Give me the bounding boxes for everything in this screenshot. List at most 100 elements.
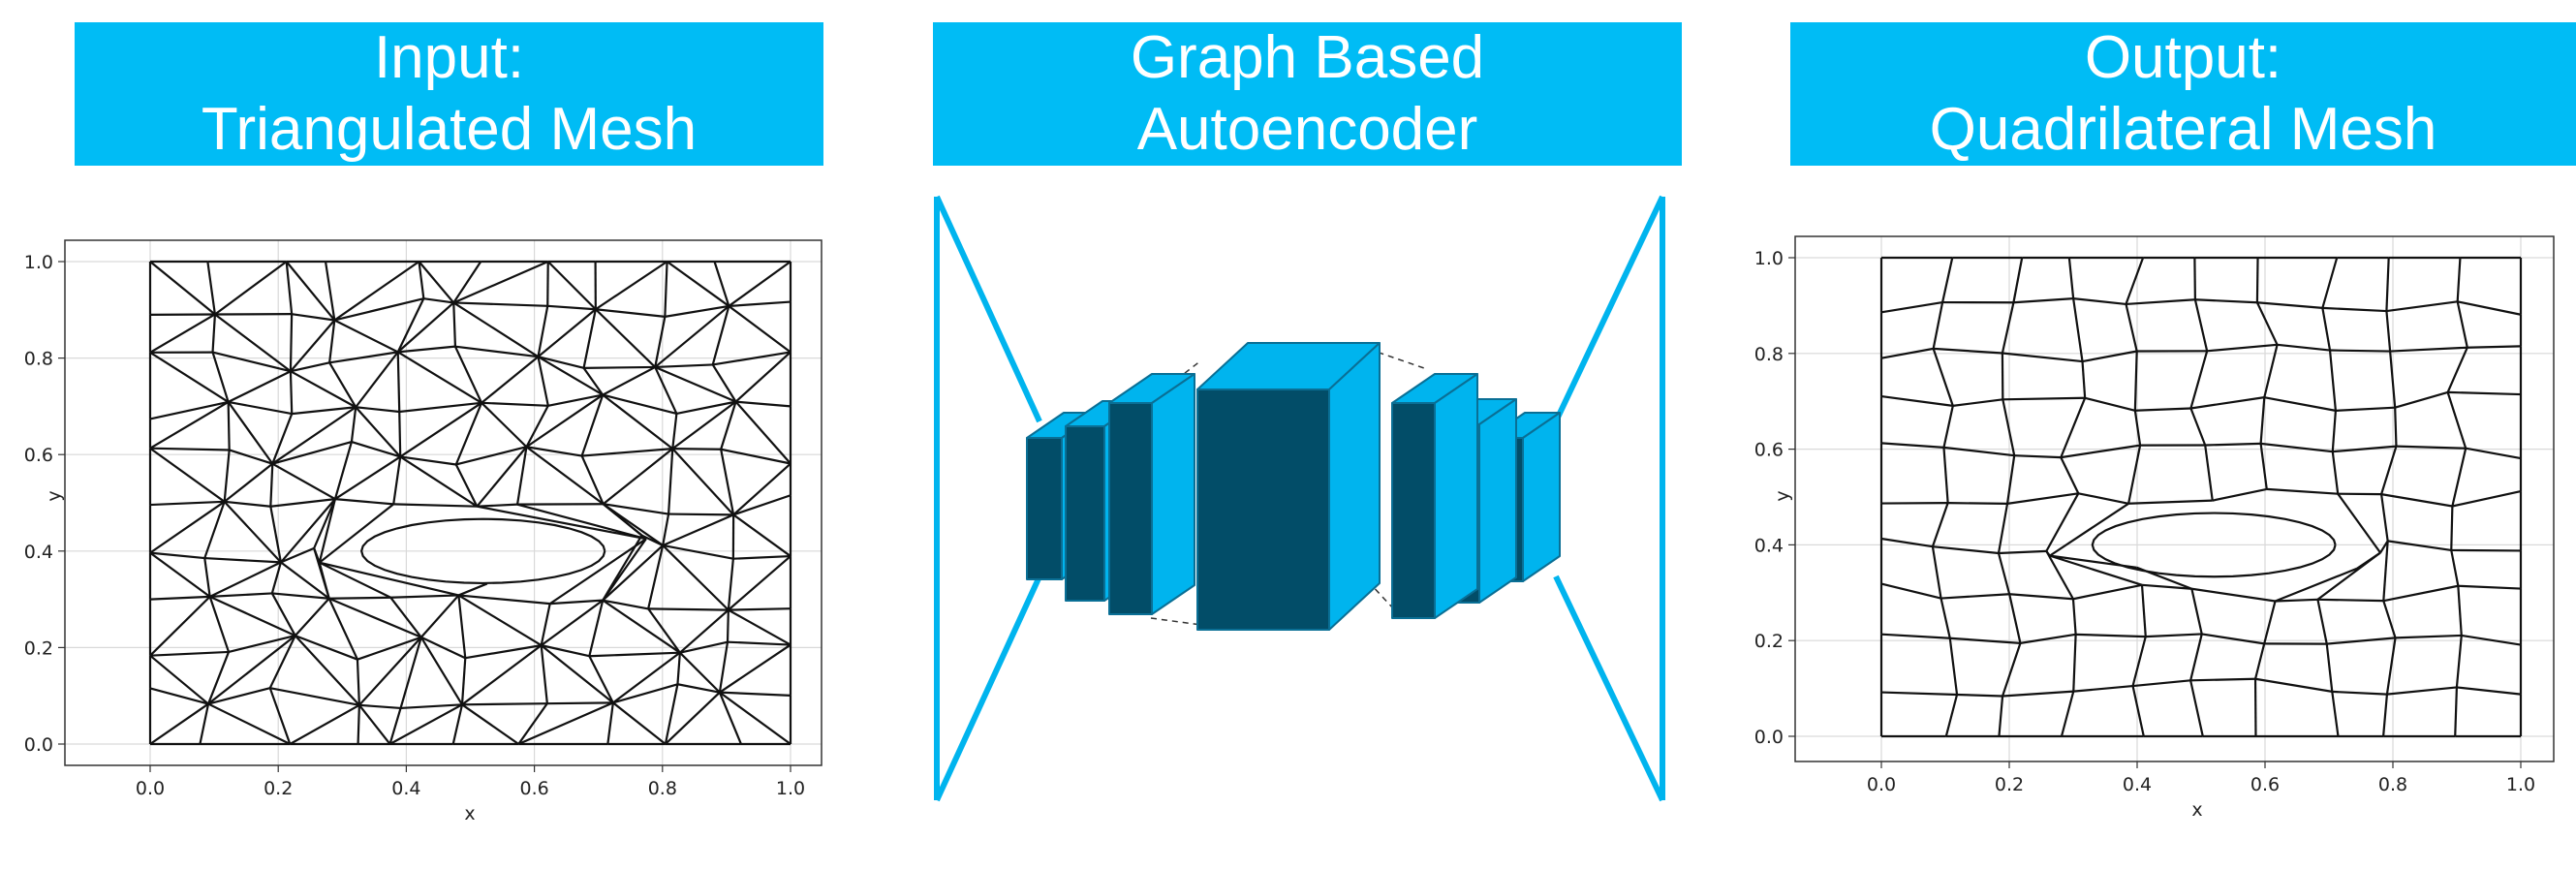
- mesh-edge: [453, 301, 548, 307]
- mesh-edge: [602, 448, 673, 506]
- mesh-edge: [2072, 583, 2143, 601]
- mesh-edge: [270, 562, 282, 594]
- left-funnel-bottom-line: [934, 575, 1042, 802]
- mesh-edge: [537, 305, 549, 357]
- mesh-edge: [1942, 405, 1954, 449]
- mesh-edge: [324, 261, 336, 321]
- mesh-edge: [271, 413, 294, 465]
- mesh-edge: [268, 635, 296, 689]
- mesh-edge: [2275, 598, 2318, 603]
- mesh-edge: [1940, 593, 2010, 600]
- mesh-edge: [2190, 677, 2256, 682]
- mesh-edge: [2256, 301, 2323, 309]
- right-x-axis-label: x: [2191, 799, 2202, 821]
- mesh-edge: [2331, 410, 2337, 452]
- mesh-edge: [418, 261, 425, 299]
- mesh-edge: [285, 261, 336, 322]
- mesh-edge: [2447, 390, 2522, 396]
- mesh-edge: [149, 351, 230, 403]
- mesh-edge: [2277, 343, 2331, 352]
- mesh-edge: [541, 644, 590, 658]
- mesh-edge: [525, 446, 605, 506]
- mesh-edge: [2387, 540, 2452, 552]
- mesh-edge: [732, 494, 791, 516]
- mesh-edge: [400, 455, 456, 466]
- mesh-edge: [285, 261, 294, 315]
- mesh-edge: [2394, 407, 2398, 447]
- mesh-edge: [2082, 350, 2137, 363]
- mesh-edge: [2008, 594, 2022, 644]
- left-plot-frame: [64, 239, 822, 766]
- input-title-banner: Input: Triangulated Mesh: [75, 22, 823, 166]
- mesh-edge: [2259, 443, 2268, 490]
- mesh-edge: [2332, 690, 2387, 696]
- mesh-edge: [223, 450, 231, 502]
- mesh-edge: [1880, 537, 1934, 548]
- mesh-edge: [2072, 634, 2077, 692]
- mesh-edge: [2385, 257, 2390, 312]
- mesh-edge: [319, 561, 391, 599]
- mesh-edge: [1942, 447, 1949, 504]
- mesh-edge: [318, 498, 336, 563]
- mesh-edge: [732, 462, 791, 516]
- mesh-edge: [400, 703, 463, 710]
- mesh-edge: [537, 356, 549, 407]
- mesh-edge: [655, 363, 713, 369]
- mesh-edge: [2073, 297, 2126, 306]
- mesh-edge: [2006, 492, 2079, 505]
- mesh-edge: [2212, 487, 2267, 502]
- mesh-edge: [419, 637, 463, 705]
- mesh-edge: [149, 551, 205, 560]
- mesh-edge: [712, 351, 791, 366]
- mesh-edge: [728, 305, 791, 354]
- mesh-edge: [2467, 345, 2522, 349]
- mesh-edge: [602, 599, 681, 654]
- mesh-edge: [211, 314, 217, 353]
- mesh-edge: [1943, 446, 2015, 457]
- mesh-edge: [647, 544, 665, 609]
- mesh-edge: [720, 401, 737, 451]
- mesh-edge: [603, 599, 649, 610]
- input-title-line1: Input:: [373, 24, 525, 91]
- left-ytick: 0.2: [24, 637, 53, 659]
- mesh-edge: [392, 456, 402, 505]
- mesh-edge: [732, 554, 791, 560]
- mesh-edge: [2461, 634, 2522, 646]
- mesh-edge: [602, 393, 677, 416]
- mesh-edge: [2204, 445, 2214, 501]
- mesh-edge: [537, 308, 597, 358]
- mesh-edge: [525, 405, 549, 448]
- mesh-edge: [2264, 396, 2337, 412]
- mesh-edge: [393, 503, 478, 508]
- mesh-edge: [2045, 550, 2074, 600]
- mesh-edge: [602, 393, 673, 450]
- mesh-edge: [2454, 687, 2459, 737]
- mesh-edge: [228, 635, 295, 653]
- mesh-edge: [526, 446, 582, 457]
- mesh-edge: [289, 314, 294, 372]
- right-y-axis-label: y: [1772, 490, 1793, 501]
- mesh-edge: [465, 644, 542, 660]
- mesh-edge: [583, 365, 656, 369]
- mesh-edge: [212, 351, 292, 373]
- mesh-edge: [458, 582, 488, 597]
- mesh-edge: [2390, 346, 2467, 353]
- mesh-edge: [2332, 445, 2397, 453]
- mesh-edge: [295, 635, 358, 661]
- mesh-edge: [2060, 397, 2087, 458]
- mesh-edge: [2190, 396, 2265, 410]
- mesh-edge: [662, 544, 729, 611]
- mesh-edge: [581, 447, 673, 457]
- mesh-edge: [2128, 499, 2213, 505]
- mesh-edge: [2321, 307, 2332, 351]
- mesh-edge: [1880, 633, 1950, 639]
- mesh-edge: [206, 261, 217, 315]
- mesh-edge: [2266, 487, 2339, 495]
- mesh-edge: [2060, 691, 2075, 737]
- mesh-edge: [671, 400, 737, 450]
- mesh-edge: [546, 261, 597, 311]
- left-ytick: 0.6: [24, 445, 53, 466]
- mesh-edge: [2382, 541, 2389, 602]
- mesh-edge: [517, 702, 548, 745]
- mesh-edge: [388, 703, 463, 745]
